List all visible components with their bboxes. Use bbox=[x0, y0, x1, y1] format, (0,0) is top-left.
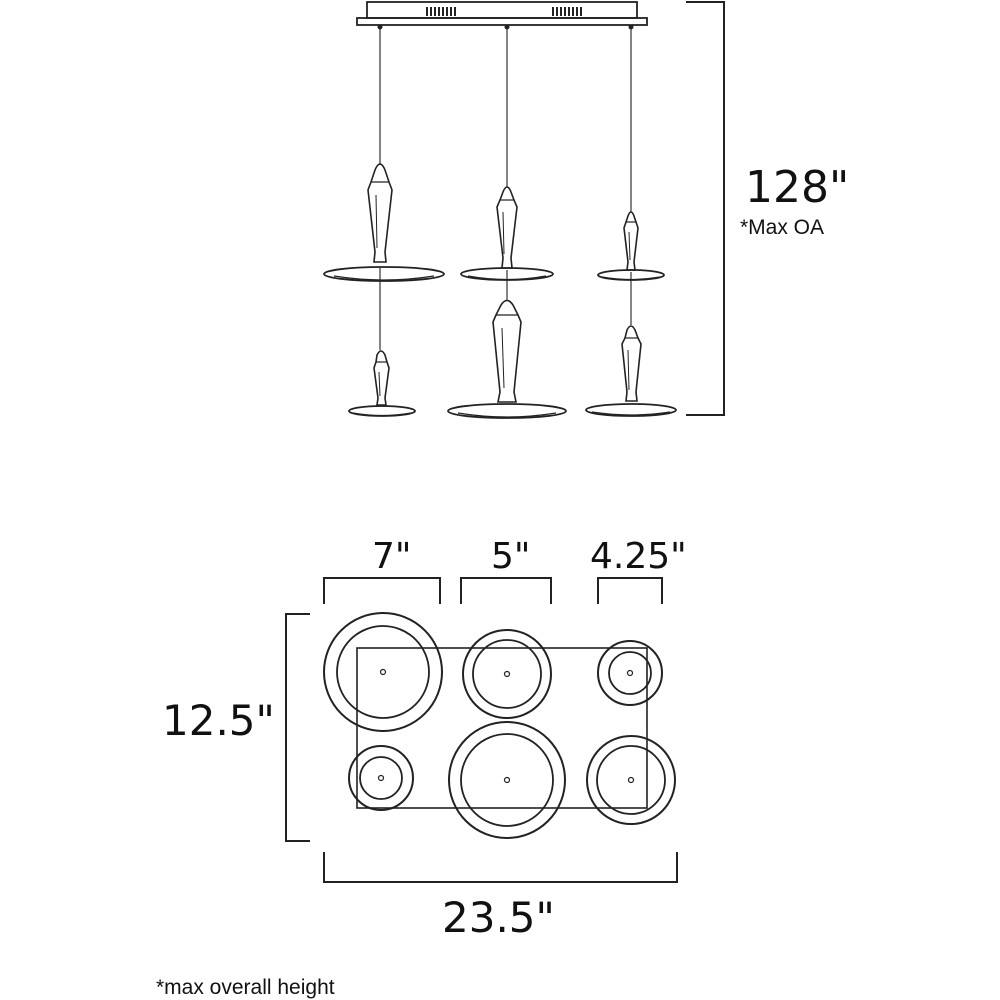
canopy-plan-outline bbox=[356, 647, 648, 809]
cable-anchors bbox=[377, 24, 634, 30]
vent-left bbox=[426, 7, 456, 16]
shade-plan-medium-top bbox=[462, 629, 552, 719]
shade-medium-width-label: 5" bbox=[491, 536, 530, 577]
canopy-elevation bbox=[356, 1, 648, 26]
shade-small-bracket bbox=[597, 577, 663, 604]
canopy-depth-bracket bbox=[285, 613, 310, 842]
shade-small-width-label: 4.25" bbox=[590, 536, 687, 577]
shade-large-bracket bbox=[323, 577, 441, 604]
footnote: *max overall height bbox=[156, 976, 335, 999]
canopy-width-label: 23.5" bbox=[442, 893, 555, 942]
pendant-lower-right bbox=[585, 325, 677, 417]
height-dimension-bracket bbox=[686, 1, 725, 416]
shade-plan-large-bottom bbox=[448, 721, 566, 839]
shade-medium-bracket bbox=[460, 577, 552, 604]
shade-plan-medium-bottom bbox=[586, 735, 676, 825]
shade-plan-large-top bbox=[323, 612, 443, 732]
shade-plan-small-top bbox=[597, 640, 663, 706]
canopy-width-bracket bbox=[323, 852, 678, 883]
pendant-lower-center bbox=[447, 299, 567, 419]
canopy-depth-label: 12.5" bbox=[162, 696, 275, 745]
pendant-upper-center bbox=[460, 186, 554, 281]
elevation-view: 128" *Max OA bbox=[323, 1, 849, 419]
vent-right bbox=[552, 7, 582, 16]
shade-plan-small-bottom bbox=[348, 745, 414, 811]
height-dimension-label: 128" bbox=[745, 162, 849, 213]
pendant-upper-left bbox=[323, 163, 445, 282]
pendant-lower-left bbox=[348, 350, 416, 417]
pendant-upper-right bbox=[597, 211, 665, 281]
shade-large-width-label: 7" bbox=[372, 536, 411, 577]
height-dimension-note: *Max OA bbox=[740, 216, 824, 239]
plan-view: 7" 5" 4.25" 12.5" bbox=[162, 536, 687, 942]
